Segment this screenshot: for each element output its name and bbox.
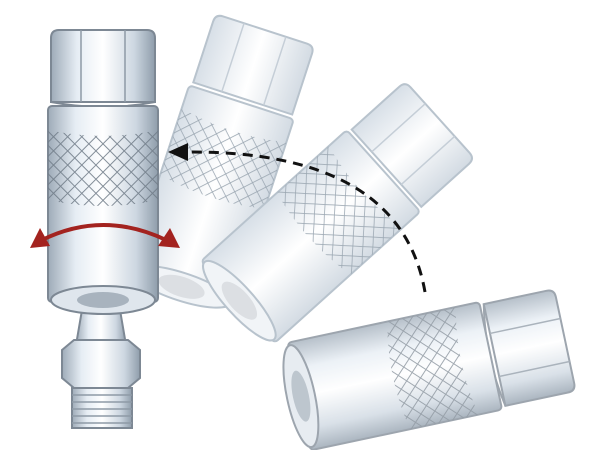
coupler-main xyxy=(47,29,159,315)
coupler-ghost-position-3 xyxy=(274,285,578,450)
grease-fitting xyxy=(61,295,141,429)
motion-arrow-icon xyxy=(168,143,427,293)
rotation-arrow-icon xyxy=(30,223,180,248)
